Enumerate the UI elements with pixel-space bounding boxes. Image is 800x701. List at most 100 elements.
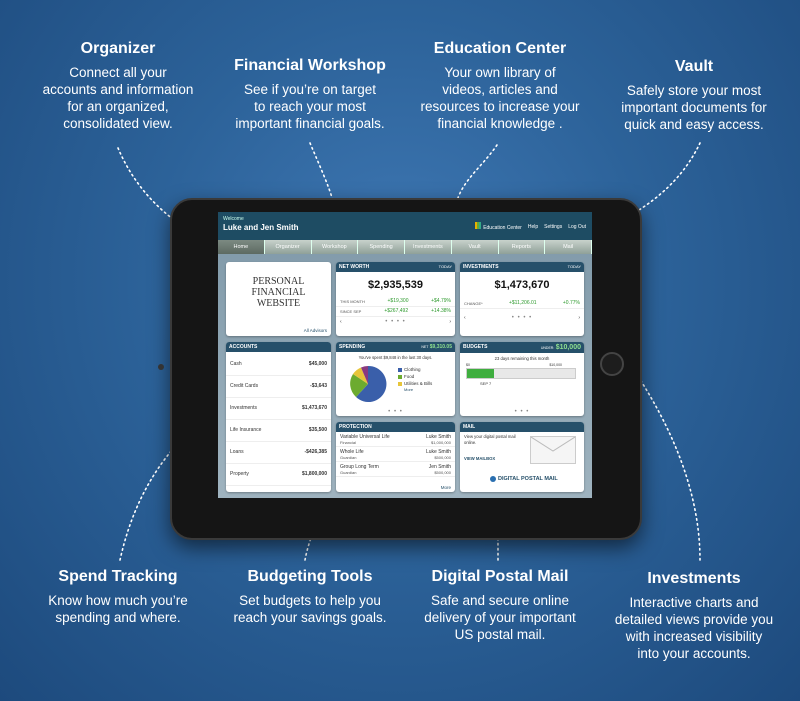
callout-investments: Investments Interactive charts and detai…	[604, 570, 784, 662]
app-screen: Welcome Luke and Jen Smith Education Cen…	[218, 212, 592, 498]
legend-swatch	[398, 367, 402, 372]
callout-text: Safely store your most important documen…	[621, 83, 767, 132]
card-header: MAIL	[460, 422, 584, 432]
account-value: $45,000	[308, 361, 327, 367]
card-title: INVESTMENTS	[463, 264, 499, 270]
books-icon	[475, 222, 482, 229]
account-value: $35,500	[308, 427, 327, 433]
pie-slice-other	[361, 366, 368, 384]
pie-slice-utilities	[353, 367, 368, 384]
next-arrow-icon[interactable]: ›	[578, 315, 580, 321]
legend-label: Clothing	[404, 367, 421, 372]
more-link[interactable]: More	[440, 485, 451, 490]
policy-name: Variable Universal Life	[340, 434, 390, 440]
change-amount: +$267,492	[384, 308, 409, 314]
callout-organizer: Organizer Connect all your accounts and …	[28, 40, 208, 132]
link-label: Education Center	[483, 225, 522, 231]
pfw-logo: PERSONAL FINANCIAL WEBSITE	[226, 276, 331, 309]
prev-arrow-icon[interactable]: ‹	[464, 315, 466, 321]
change-amount: +$11,206.01	[508, 300, 537, 306]
prev-arrow-icon[interactable]: ‹	[340, 319, 342, 325]
callout-education-center: Education Center Your own library of vid…	[412, 40, 588, 132]
home-button[interactable]	[600, 352, 624, 376]
view-mailbox-link[interactable]: VIEW MAILBOX	[464, 456, 496, 461]
budget-track	[466, 368, 576, 379]
policy-owner: Luke Smith	[425, 449, 451, 455]
more-link[interactable]: More	[404, 387, 414, 392]
tab-spending[interactable]: Spending	[358, 240, 405, 254]
pie-slice-clothing	[356, 365, 387, 402]
under-value: $10,000	[555, 344, 581, 351]
user-name: Luke and Jen Smith	[223, 223, 299, 232]
globe-icon	[490, 476, 496, 482]
change-amount: +$19,300	[387, 298, 409, 304]
spending-legend: Clothing Food Utilities & Bills More	[398, 366, 432, 392]
account-row[interactable]: Property$1,800,000	[226, 464, 331, 486]
tab-vault[interactable]: Vault	[451, 240, 499, 254]
callout-budgeting-tools: Budgeting Tools Set budgets to help you …	[222, 568, 398, 626]
spending-pie-chart[interactable]	[348, 364, 388, 404]
logout-link[interactable]: Log Out	[568, 223, 586, 230]
pager-dots: • • • •	[385, 319, 406, 325]
callout-vault: Vault Safely store your most important d…	[604, 58, 784, 133]
callout-title: Spend Tracking	[58, 568, 178, 585]
callout-title: Vault	[674, 58, 714, 75]
callout-text: Your own library of videos, articles and…	[420, 65, 580, 131]
account-row[interactable]: Investments$1,473,670	[226, 398, 331, 420]
change-row: CHANGE*+$11,206.01+0.77%	[460, 299, 584, 309]
help-link[interactable]: Help	[527, 223, 539, 230]
period-label: TODAY	[438, 264, 452, 269]
tab-mail[interactable]: Mail	[545, 240, 592, 254]
legend-item: Utilities & Bills	[398, 380, 432, 387]
axis-end: $10,000	[549, 363, 562, 367]
change-label: CHANGE*	[464, 301, 483, 306]
main-nav: Home Organizer Workshop Spending Investm…	[218, 240, 592, 254]
card-title: MAIL	[463, 424, 476, 430]
change-row: THIS MONTH+$19,300+$4.79%	[336, 297, 455, 307]
camera-icon	[158, 364, 164, 370]
change-row: SINCE SEP+$267,492+14.38%	[336, 307, 455, 317]
tab-home[interactable]: Home	[218, 240, 265, 254]
tab-reports[interactable]: Reports	[498, 240, 546, 254]
change-label: THIS MONTH	[340, 299, 365, 304]
next-arrow-icon[interactable]: ›	[449, 319, 451, 325]
tab-organizer[interactable]: Organizer	[264, 240, 312, 254]
logo-line: FINANCIAL	[251, 287, 306, 298]
account-row[interactable]: Cash$45,000	[226, 354, 331, 376]
account-row[interactable]: Loans-$426,385	[226, 442, 331, 464]
days-remaining: 23 days remaining this month	[494, 356, 550, 361]
policy-owner: Jen Smith	[428, 464, 451, 470]
account-row[interactable]: Credit Cards-$3,643	[226, 376, 331, 398]
policy-amount: $1,000,000	[430, 440, 451, 445]
tab-investments[interactable]: Investments	[405, 240, 452, 254]
policy-provider: Guardian	[340, 455, 357, 460]
budget-progress-bar	[467, 369, 494, 378]
policy-provider: Financial	[340, 440, 357, 445]
policy-name: Whole Life	[340, 449, 364, 455]
digital-postal-mail-brand: DIGITAL POSTAL MAIL	[490, 476, 558, 482]
callout-text: Know how much you’re spending and where.	[48, 593, 188, 625]
card-header: PROTECTION	[336, 422, 455, 432]
settings-link[interactable]: Settings	[544, 223, 563, 230]
tab-workshop[interactable]: Workshop	[311, 240, 359, 254]
legend-item: Clothing	[398, 366, 432, 373]
education-center-link[interactable]: Education Center	[475, 222, 522, 231]
callout-title: Organizer	[80, 40, 156, 57]
account-value: $1,800,000	[301, 471, 327, 477]
account-name: Life Insurance	[230, 427, 262, 433]
callout-text: See if you’re on target to reach your mo…	[235, 82, 385, 131]
top-links: Education Center Help Settings Log Out	[475, 222, 586, 231]
card-header: ACCOUNTS	[226, 342, 331, 352]
pager-dots: • • •	[514, 409, 530, 415]
account-row[interactable]: Life Insurance $35,500	[226, 420, 331, 442]
account-name: Investments	[230, 405, 257, 411]
all-advisors-link[interactable]: All Advisors	[303, 328, 327, 333]
